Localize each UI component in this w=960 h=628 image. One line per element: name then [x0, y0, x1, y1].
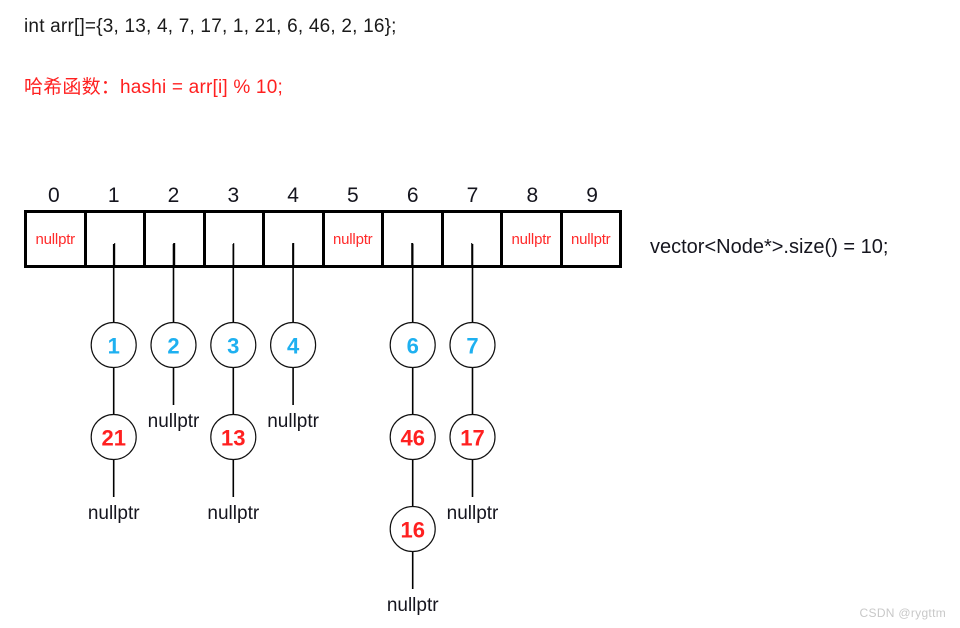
- bucket-cell[interactable]: nullptr: [503, 213, 563, 265]
- chain-node-value: 1: [108, 334, 120, 359]
- bucket-index-row: 0 1 2 3 4 5 6 7 8 9: [24, 182, 622, 210]
- chain-node-circle[interactable]: [150, 321, 197, 369]
- chain-terminator-nullptr-label: nullptr: [447, 503, 499, 524]
- bucket-cell[interactable]: [265, 213, 325, 267]
- vector-size-caption: vector<Node*>.size() = 10;: [650, 236, 889, 258]
- bucket-cell-pointer-stub: [113, 243, 116, 267]
- bucket-cell[interactable]: [444, 213, 503, 267]
- bucket-cells-row: nullptr nullptr nullptr nullptr: [24, 210, 622, 268]
- chain-terminator-nullptr-label: nullptr: [88, 503, 140, 524]
- bucket-cell-pointer-stub: [411, 243, 414, 267]
- bucket-cell-pointer-stub: [292, 243, 295, 267]
- bucket-index-label: 7: [466, 184, 479, 207]
- watermark-label: CSDN @rygttm: [859, 606, 946, 620]
- chain-node-value: 4: [287, 334, 300, 359]
- bucket-cell-nullptr-label: nullptr: [511, 230, 552, 248]
- chain-node-value: 13: [221, 426, 245, 451]
- bucket-index-label: 5: [347, 184, 359, 207]
- chain-node-circle[interactable]: [270, 321, 317, 369]
- chain-node-circle[interactable]: [210, 413, 257, 461]
- bucket-cell-pointer-stub: [232, 243, 235, 267]
- bucket-cell[interactable]: nullptr: [563, 213, 620, 265]
- chain-node-circle[interactable]: [389, 413, 436, 461]
- bucket-cell-pointer-stub: [470, 243, 473, 267]
- chain-node-circle[interactable]: [389, 321, 436, 369]
- chain-node-value: 3: [227, 334, 239, 359]
- bucket-chain: 6 46 16 nullptr: [387, 244, 439, 616]
- array-declaration-text: int arr[]={3, 13, 4, 7, 17, 1, 21, 6, 46…: [24, 16, 397, 37]
- chain-terminator-nullptr-label: nullptr: [267, 411, 319, 432]
- bucket-cell[interactable]: nullptr: [325, 213, 384, 265]
- bucket-cell[interactable]: [146, 213, 206, 267]
- bucket-index-label: 9: [586, 184, 598, 207]
- hash-bucket-array: 0 1 2 3 4 5 6 7 8 9 nullptr nullptr nullptr nullptr: [24, 182, 622, 268]
- bucket-chain: 4 nullptr: [267, 244, 320, 432]
- chain-node-circle[interactable]: [389, 505, 436, 553]
- bucket-chain: 1 21 nullptr: [88, 244, 140, 524]
- chain-node-value: 6: [407, 334, 419, 359]
- chain-terminator-nullptr-label: nullptr: [207, 503, 259, 524]
- bucket-cell[interactable]: [384, 213, 444, 267]
- bucket-cell[interactable]: nullptr: [27, 213, 87, 265]
- chain-terminator-nullptr-label: nullptr: [387, 595, 439, 616]
- chain-node-value: 17: [460, 426, 484, 451]
- chain-node-value: 16: [400, 518, 424, 543]
- chain-node-value: 46: [400, 426, 424, 451]
- bucket-index-label: 4: [287, 184, 299, 207]
- bucket-index-label: 3: [227, 184, 240, 207]
- chain-node-circle[interactable]: [210, 321, 257, 369]
- bucket-chain: 3 13 nullptr: [207, 244, 260, 524]
- bucket-index-label: 2: [167, 184, 180, 207]
- bucket-cell-nullptr-label: nullptr: [333, 230, 373, 248]
- bucket-cell-nullptr-label: nullptr: [35, 230, 76, 248]
- bucket-chain: 2 nullptr: [148, 244, 200, 432]
- bucket-cell[interactable]: [87, 213, 146, 267]
- chain-node-circle[interactable]: [449, 321, 496, 369]
- bucket-cell-pointer-stub: [173, 243, 176, 267]
- bucket-index-label: 0: [48, 184, 60, 207]
- chain-terminator-nullptr-label: nullptr: [148, 411, 200, 432]
- chain-node-circle[interactable]: [449, 413, 496, 461]
- chain-node-circle[interactable]: [90, 413, 137, 461]
- chain-node-value: 7: [466, 334, 478, 359]
- chain-node-value: 2: [167, 334, 179, 359]
- chain-node-value: 21: [101, 426, 125, 451]
- bucket-index-label: 1: [107, 184, 120, 207]
- bucket-cell[interactable]: [206, 213, 265, 267]
- bucket-index-label: 6: [406, 184, 419, 207]
- bucket-cell-nullptr-label: nullptr: [571, 230, 611, 248]
- hash-function-text: 哈希函数：hashi = arr[i] % 10;: [24, 77, 283, 98]
- chain-node-circle[interactable]: [90, 321, 137, 369]
- bucket-chain: 7 17 nullptr: [447, 244, 499, 524]
- bucket-index-label: 8: [526, 184, 539, 207]
